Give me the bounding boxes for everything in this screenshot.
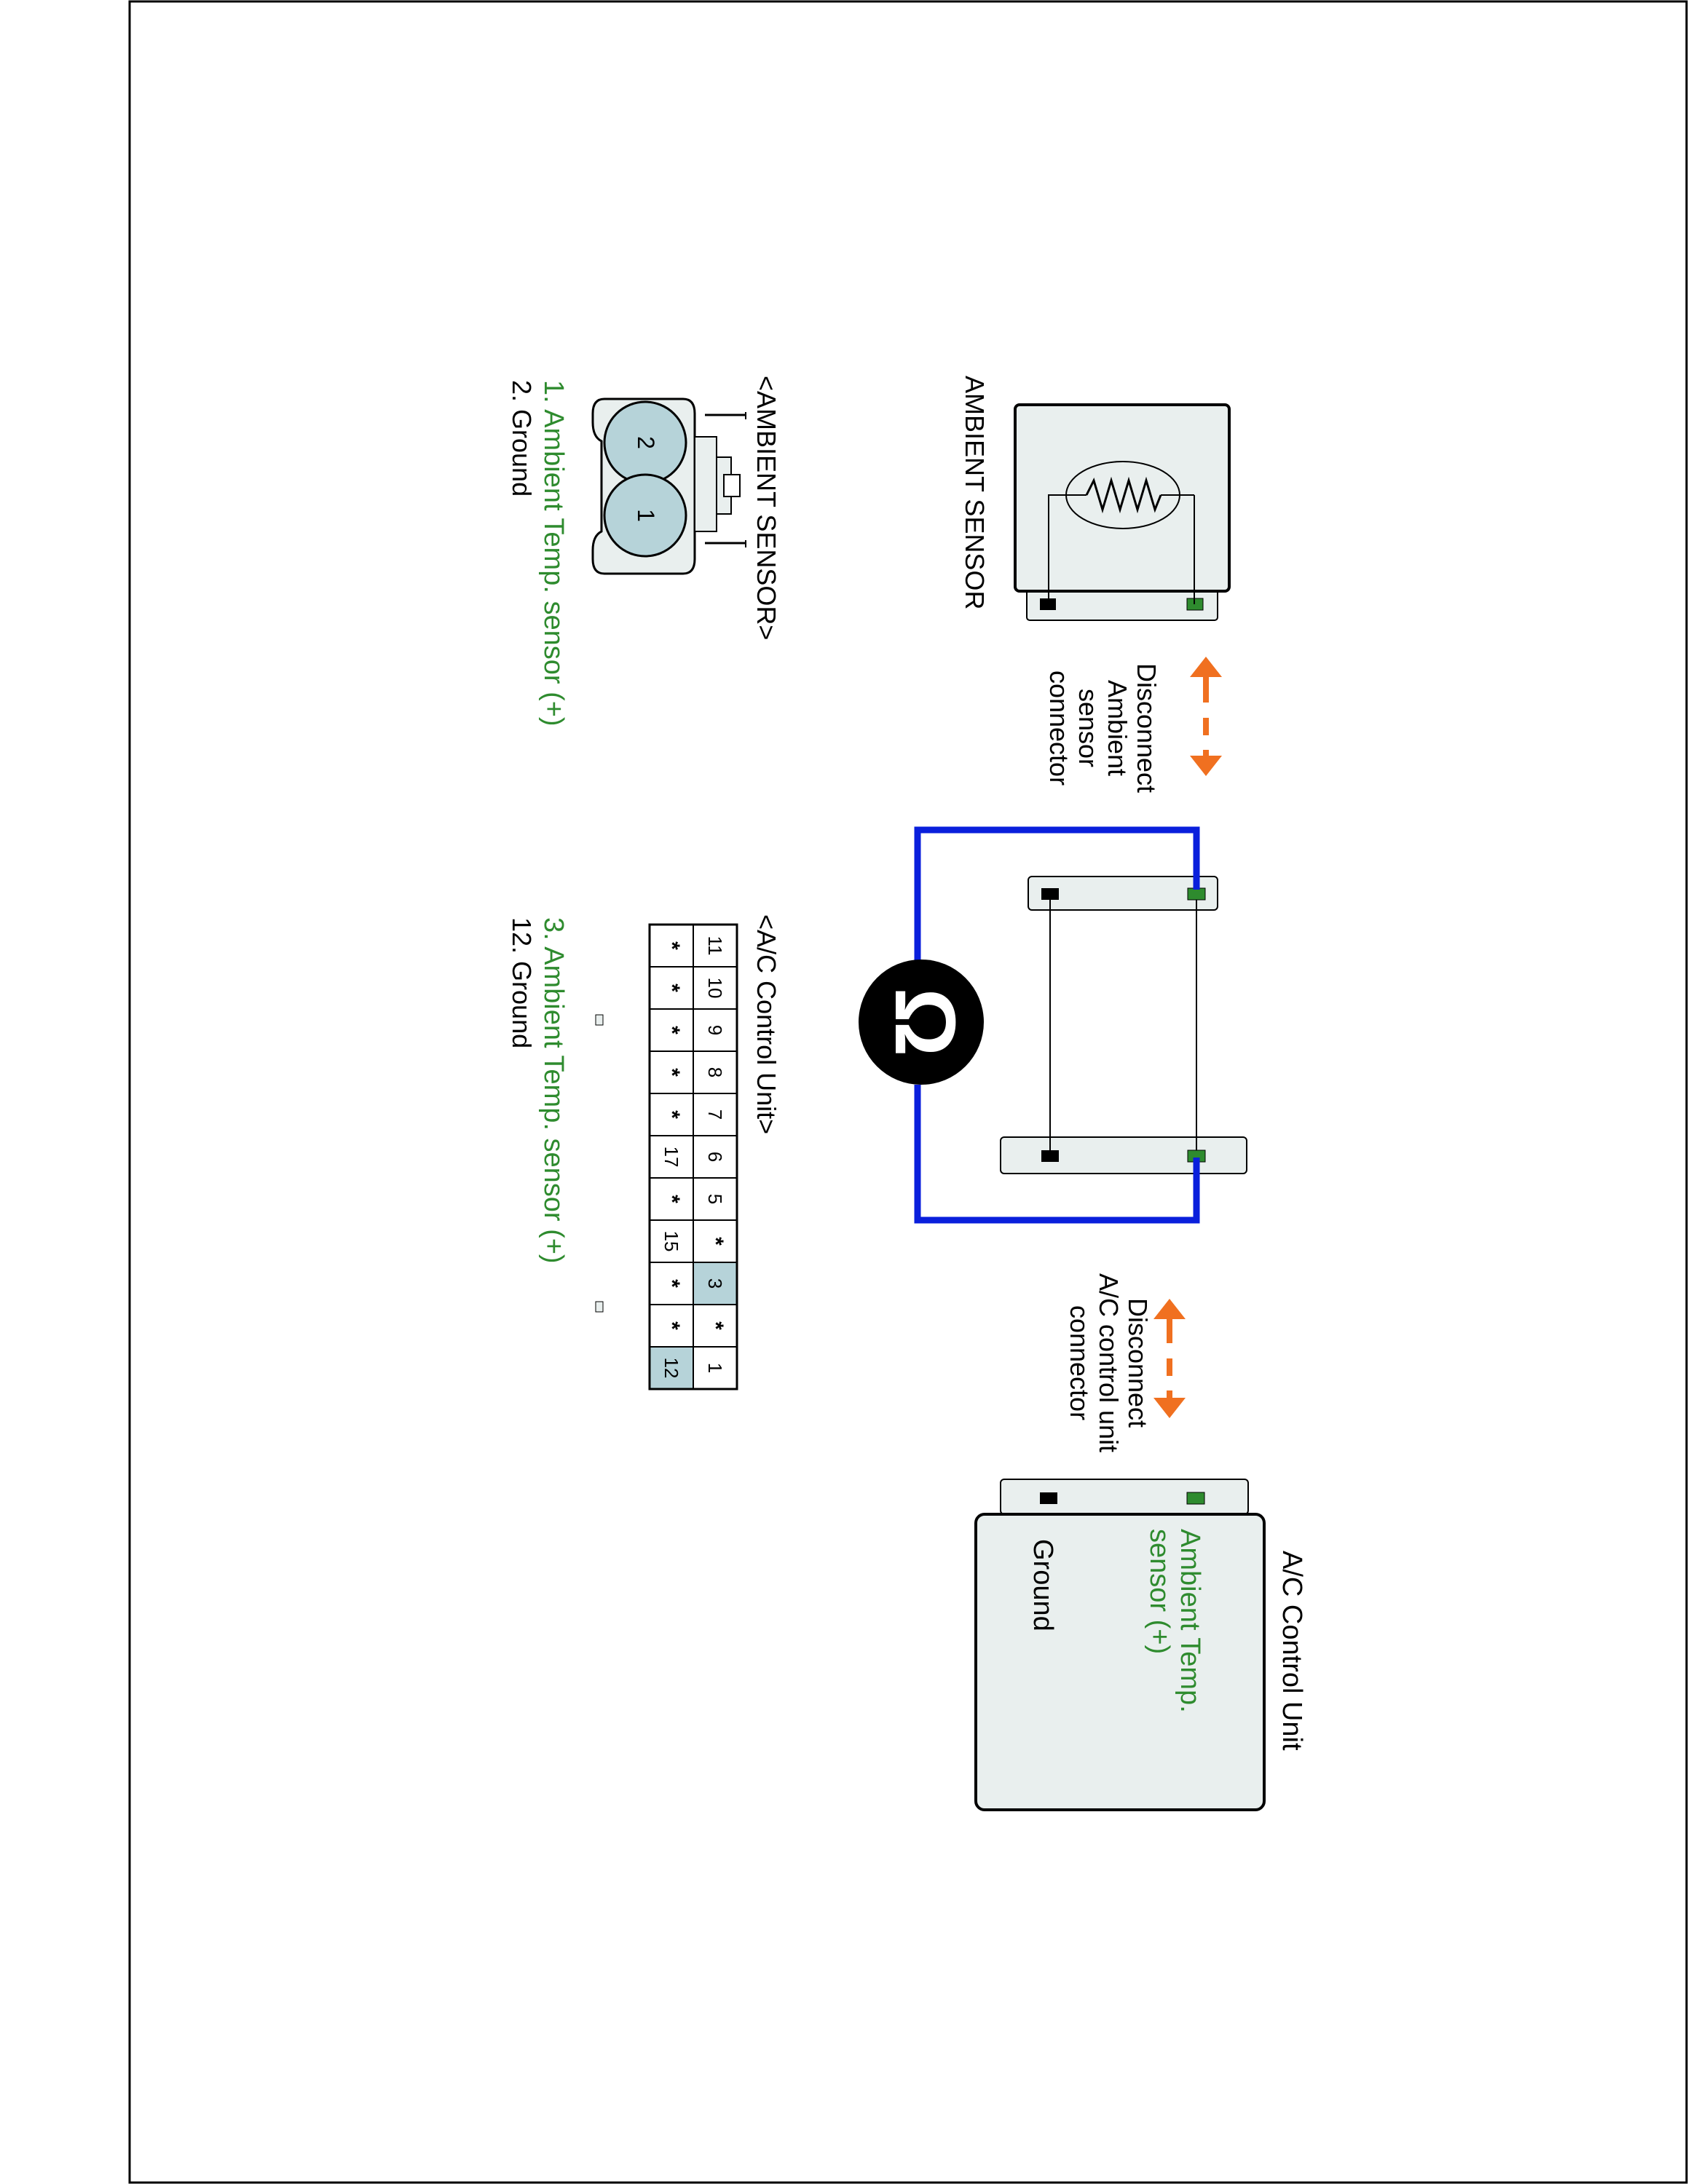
ac-pin-unused-label: *	[660, 941, 684, 950]
ac-pin-unused-label: *	[703, 1321, 727, 1330]
ac-pin-unused-label: *	[660, 1321, 684, 1330]
ambient-disconnect-line-4: connector	[1044, 670, 1074, 786]
ohm-symbol: Ω	[877, 988, 973, 1057]
ac-pin-cell	[649, 1346, 694, 1390]
ac-legend-1: 3. Ambient Temp. sensor (+)	[538, 917, 569, 1264]
ac-control-unit-connector-tab	[1000, 1479, 1249, 1515]
ambient-disconnect-line-3: sensor	[1073, 689, 1103, 767]
ac-pin-unused-label: *	[660, 1110, 684, 1119]
ambient-legend-2: 2. Ground	[507, 380, 537, 496]
ac-pin-cell	[649, 1051, 694, 1094]
ac-pin-label: 8	[704, 1067, 726, 1077]
ac-control-unit-pin-label-3: Ground	[1028, 1539, 1058, 1631]
ambient-sensor-box	[1014, 403, 1231, 593]
ac-control-unit-title: A/C Control Unit	[1277, 1551, 1307, 1751]
ambient-connector-face: <AMBIENT SENSOR> 2 1 1. Ambient Temp. se…	[507, 376, 781, 727]
ambient-disconnect-line-1: Disconnect	[1132, 663, 1162, 793]
ac-pin-label: 6	[704, 1152, 726, 1162]
ambient-disconnect-line-2: Ambient	[1103, 680, 1132, 776]
ac-pin-label: 12	[660, 1358, 682, 1379]
ac-pin-unused-label: *	[660, 1279, 684, 1288]
ac-control-unit-pin-label-2: sensor (+)	[1144, 1529, 1175, 1654]
ac-connector-heading: <A/C Control Unit>	[752, 914, 781, 1134]
harness-connector-right	[1000, 1136, 1247, 1174]
ac-pin-cell	[693, 1093, 738, 1136]
ambient-disconnect-arrow	[1190, 657, 1222, 776]
ac-pin-label: 10	[704, 978, 726, 999]
ac-pin-unused-label: *	[660, 984, 684, 992]
ambient-pin-1-label: 1	[633, 509, 659, 522]
ac-pin-label: 5	[704, 1194, 726, 1204]
ac-legend-2: 12. Ground	[507, 917, 537, 1048]
ambient-pin-2-label: 2	[633, 436, 659, 449]
ac-connector-face: <A/C Control Unit> 11 10 9 8 7 6 5 * 3 * 1 * * * * * 17 *…	[507, 914, 781, 1390]
ambient-sensor-component: AMBIENT SENSOR	[960, 376, 1231, 621]
ac-disconnect-line-2: A/C control unit	[1094, 1273, 1124, 1452]
ac-connector-outline	[648, 923, 738, 1390]
ac-pin-cell	[649, 1262, 694, 1305]
ac-control-unit-component: A/C Control Unit Ambient Temp. sensor (+…	[974, 1479, 1307, 1811]
ac-pin-label: 7	[704, 1109, 726, 1120]
ac-pin-unused-label: *	[660, 1026, 684, 1034]
ambient-sensor-title: AMBIENT SENSOR	[960, 376, 990, 609]
ambient-legend-1: 1. Ambient Temp. sensor (+)	[538, 380, 569, 727]
ac-pin-cell	[693, 1346, 738, 1390]
page-border	[128, 0, 1688, 2184]
probe-wire	[914, 826, 1200, 961]
harness-connector-left	[1028, 876, 1218, 911]
ac-pin-label: 1	[704, 1363, 726, 1373]
ac-disconnect-label: Disconnect A/C control unit connector	[1065, 1273, 1153, 1452]
ac-pin-label: 3	[704, 1278, 726, 1289]
ac-pin-unused-label: *	[660, 1195, 684, 1203]
ac-disconnect-line-1: Disconnect	[1123, 1298, 1153, 1428]
ac-connector-pin-grid: 11 10 9 8 7 6 5 * 3 * 1 * * * * * 17 * 15 * * 12	[648, 923, 738, 1390]
ambient-connector-heading: <AMBIENT SENSOR>	[752, 376, 781, 640]
ac-pin-unused-label: *	[660, 1068, 684, 1077]
ac-control-unit-pin-label-1: Ambient Temp.	[1175, 1529, 1205, 1713]
ac-pin-cell	[693, 1135, 738, 1179]
ambient-pin-1	[603, 473, 687, 558]
harness-test-setup: Ω	[859, 826, 1247, 1224]
ac-pin-unused-label: *	[703, 1237, 727, 1246]
ac-pin-label: 15	[660, 1231, 682, 1252]
ohmmeter-icon	[859, 960, 984, 1085]
ac-disconnect-arrow	[1153, 1299, 1186, 1418]
ac-control-unit-box	[974, 1513, 1266, 1811]
ac-pin-cell	[693, 966, 738, 1010]
ac-pin-label: 9	[704, 1025, 726, 1035]
ac-disconnect-line-3: connector	[1065, 1305, 1095, 1420]
ac-pin-cell	[649, 1304, 694, 1348]
ac-pin-label: 11	[704, 936, 726, 956]
ac-pin-cell	[693, 1177, 738, 1221]
ambient-disconnect-label: Disconnect Ambient sensor connector	[1044, 663, 1162, 793]
ac-pin-cell	[649, 966, 694, 1010]
probe-wire	[914, 1085, 1200, 1224]
ac-pin-label: 17	[660, 1147, 682, 1168]
thermistor-icon	[1048, 461, 1195, 604]
ac-pin-cell	[693, 1008, 738, 1052]
